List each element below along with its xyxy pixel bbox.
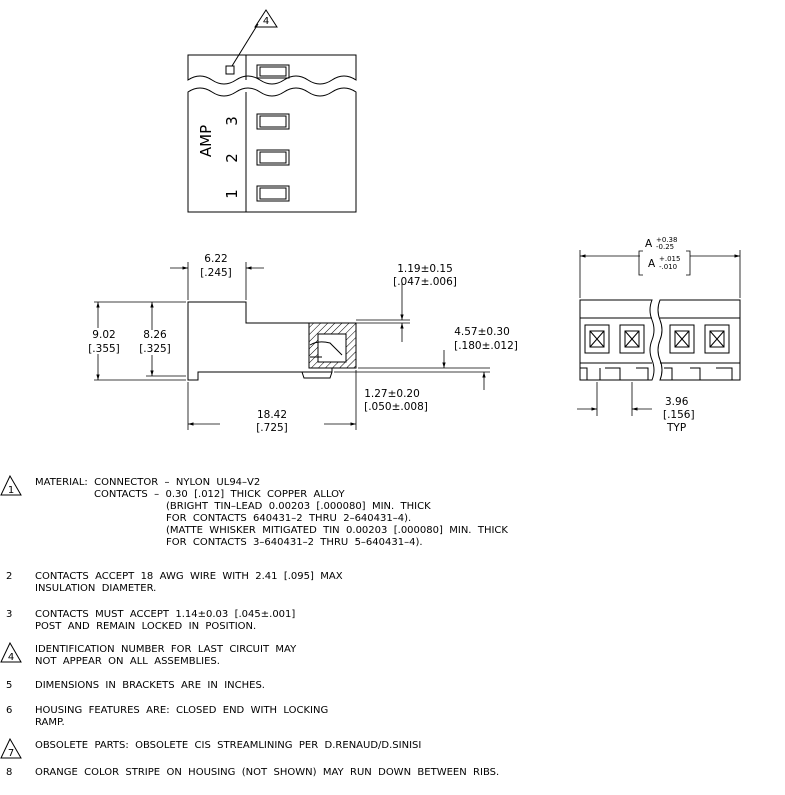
dim-a-inch-label: A: [648, 258, 656, 270]
note-number: 3: [6, 609, 13, 620]
note-number: 6: [6, 705, 13, 716]
note-line: NOT APPEAR ON ALL ASSEMBLIES.: [35, 656, 220, 667]
note-flag-triangle-icon: 7: [0, 738, 22, 759]
note-line: INSULATION DIAMETER.: [35, 583, 157, 594]
note-number: 8: [6, 767, 13, 778]
dim-9-02-in: [.355]: [88, 343, 120, 355]
note-line: RAMP.: [35, 717, 65, 728]
position-label: 3: [223, 116, 241, 126]
dim-8-26: 8.26: [143, 329, 167, 341]
note-line: FOR CONTACTS 3–640431–2 THRU 5–640431–4)…: [166, 537, 423, 548]
note-number: 2: [6, 571, 13, 582]
note-line: POST AND REMAIN LOCKED IN POSITION.: [35, 621, 257, 632]
note-line: OBSOLETE PARTS: OBSOLETE CIS STREAMLININ…: [35, 740, 422, 751]
end-view-dimensions: [577, 250, 741, 416]
dim-pitch-in: [.156]: [663, 409, 695, 421]
dim-18-42: 18.42: [257, 409, 287, 421]
note-flag-triangle-icon: 4: [0, 642, 22, 663]
dim-width-6-22-in: [.245]: [200, 267, 232, 279]
dim-1-19-in: [.047±.006]: [393, 276, 457, 288]
dim-a-inch-minus: -.010: [659, 263, 677, 271]
dim-18-42-in: [.725]: [256, 422, 288, 434]
position-label: 1: [223, 189, 241, 199]
note-line: CONTACTS MUST ACCEPT 1.14±0.03 [.045±.00…: [35, 609, 296, 620]
note-number: 7: [8, 748, 14, 759]
connector-drawing: 4 AMP 3 2 1 6.22 [.245] 1.19±0.15 [.047±…: [88, 9, 741, 434]
note-line: (BRIGHT TIN–LEAD 0.00203 [.000080] MIN. …: [166, 501, 431, 512]
note-number: 1: [8, 485, 14, 496]
callout-triangle-icon: [254, 9, 278, 28]
dim-1-27: 1.27±0.20: [364, 388, 420, 400]
dim-a-tol-minus: -0.25: [656, 243, 674, 251]
note-line: DIMENSIONS IN BRACKETS ARE IN INCHES.: [35, 680, 265, 691]
note-line: ORANGE COLOR STRIPE ON HOUSING (NOT SHOW…: [35, 767, 500, 778]
dim-4-57: 4.57±0.30: [454, 326, 510, 338]
side-view-dimensions: [94, 262, 490, 430]
dim-pitch: 3.96: [665, 396, 689, 408]
dim-1-27-in: [.050±.008]: [364, 401, 428, 413]
position-label: 2: [223, 153, 241, 163]
dim-8-26-in: [.325]: [139, 343, 171, 355]
note-line: CONTACTS – 0.30 [.012] THICK COPPER ALLO…: [94, 489, 345, 500]
dim-a-inch-plus: +.015: [659, 255, 680, 263]
note-number: 4: [8, 652, 14, 663]
end-view: [579, 299, 741, 381]
note-line: MATERIAL: CONNECTOR – NYLON UL94–V2: [35, 477, 261, 488]
note-line: CONTACTS ACCEPT 18 AWG WIRE WITH 2.41 [.…: [35, 571, 343, 582]
dim-width-6-22: 6.22: [204, 253, 227, 265]
top-view: [187, 9, 357, 213]
dim-a-tol-plus: +0.38: [656, 236, 677, 244]
dim-1-19: 1.19±0.15: [397, 263, 453, 275]
note-number: 5: [6, 680, 13, 691]
note-line: (MATTE WHISKER MITIGATED TIN 0.00203 [.0…: [166, 525, 508, 536]
note-line: FOR CONTACTS 640431–2 THRU 2–640431–4).: [166, 513, 412, 524]
id-marker: [225, 65, 235, 75]
dim-a-label: A: [645, 238, 653, 250]
dim-9-02: 9.02: [92, 329, 115, 341]
callout-number: 4: [263, 16, 269, 27]
dim-4-57-in: [.180±.012]: [454, 340, 518, 352]
note-line: HOUSING FEATURES ARE: CLOSED END WITH LO…: [35, 705, 329, 716]
note-flag-triangle-icon: 1: [0, 475, 22, 496]
note-line: IDENTIFICATION NUMBER FOR LAST CIRCUIT M…: [35, 644, 297, 655]
brand-label: AMP: [197, 125, 215, 157]
dim-pitch-typ: TYP: [666, 422, 686, 434]
side-view: [187, 301, 357, 381]
